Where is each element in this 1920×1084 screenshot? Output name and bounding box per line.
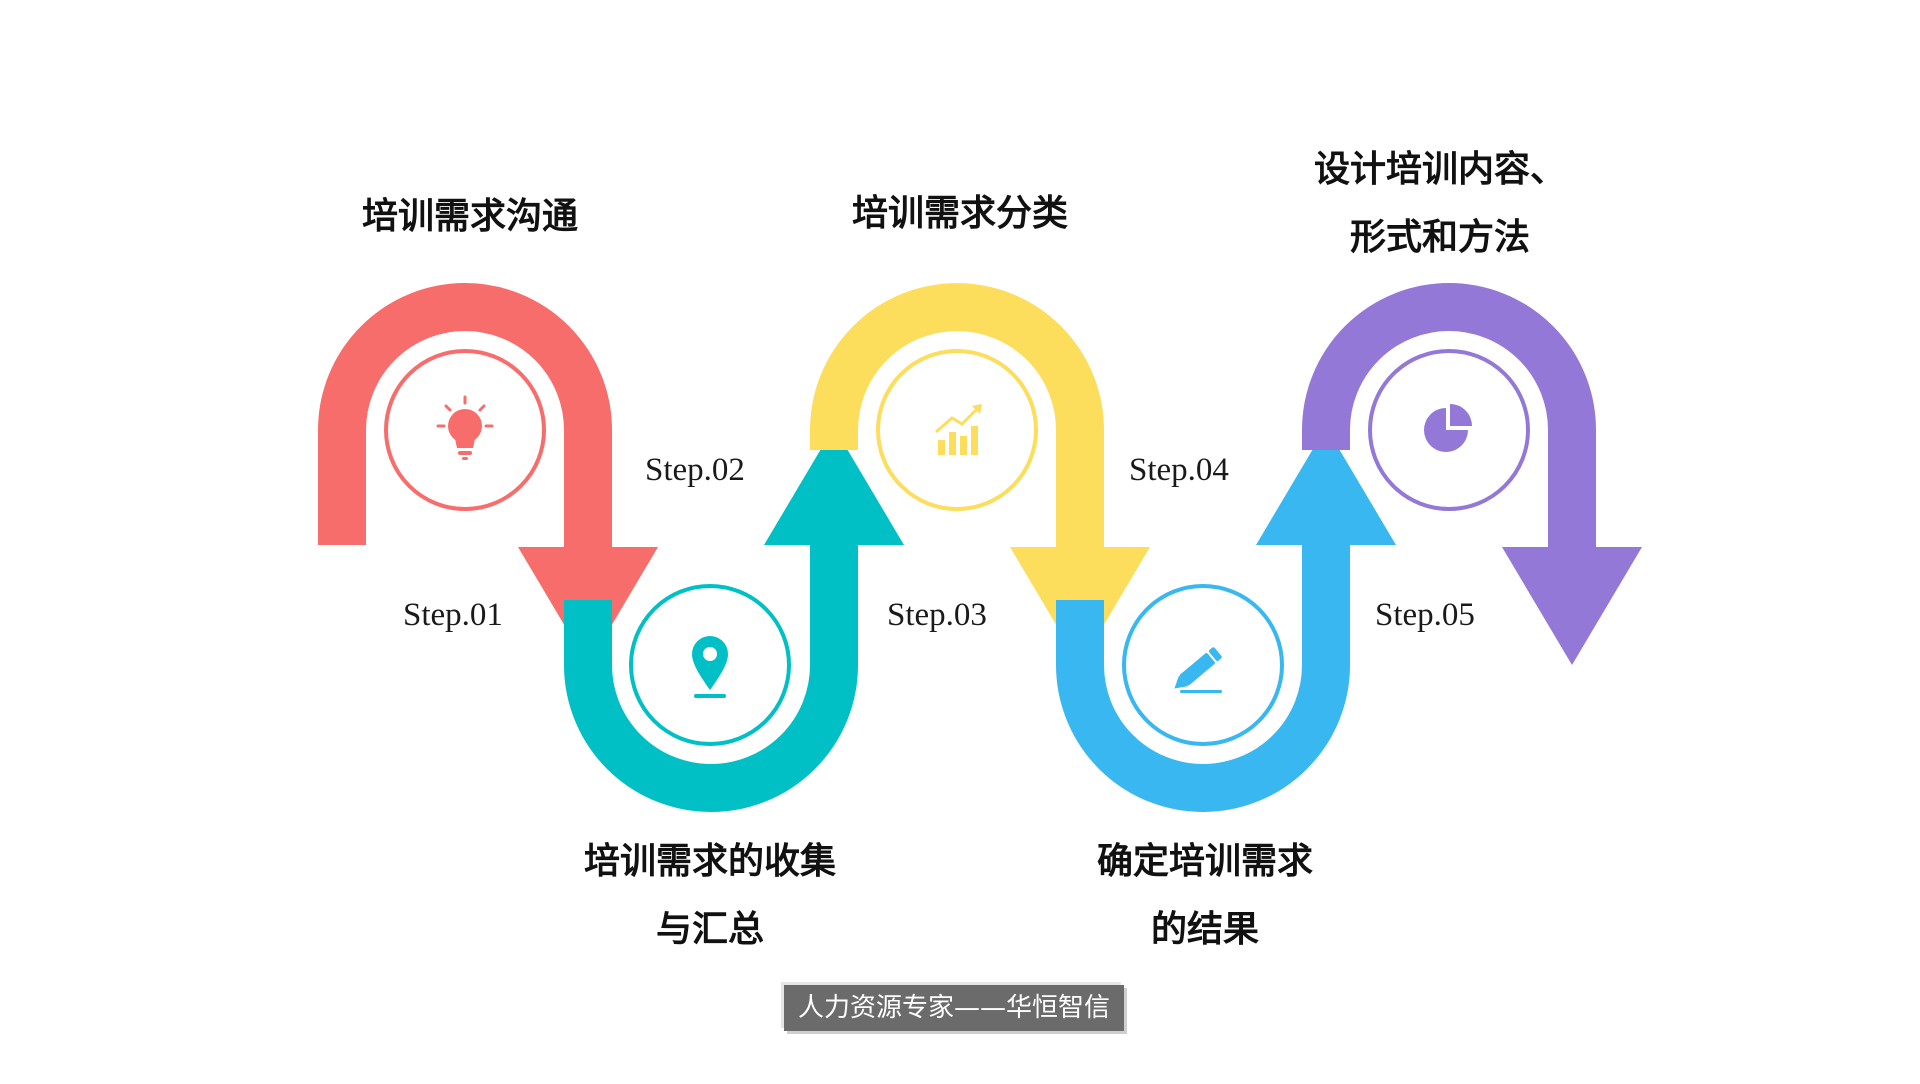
- title-line: 与汇总: [655, 909, 764, 950]
- title-step-03: 培训需求分类: [810, 180, 1110, 248]
- pencil-icon: [1174, 647, 1222, 693]
- title-line: 培训需求的收集: [583, 841, 836, 882]
- ring-step-02: [629, 584, 791, 746]
- watermark-banner: 人力资源专家——华恒智信: [784, 985, 1125, 1031]
- arch-step-02: [564, 427, 904, 812]
- ring-step-01: [384, 349, 546, 511]
- step-label-05: Step.05: [1375, 597, 1475, 633]
- title-line: 的结果: [1150, 909, 1259, 950]
- title-line: 确定培训需求: [1096, 841, 1313, 882]
- arrow-band-step-04: [1056, 535, 1350, 812]
- title-step-02: 培训需求的收集 与汇总: [560, 828, 860, 964]
- title-step-01: 培训需求沟通: [330, 183, 610, 251]
- title-line: 设计培训内容、: [1313, 149, 1566, 190]
- arrow-band-step-05: [1302, 283, 1596, 555]
- arrow-head-step-02: [764, 427, 904, 545]
- arch-step-05: [1302, 283, 1642, 665]
- step-label-04: Step.04: [1129, 452, 1229, 488]
- arrow-head-step-05: [1502, 547, 1642, 665]
- arrow-band-step-01: [318, 283, 612, 555]
- bar-chart-icon: [935, 404, 982, 455]
- title-step-04: 确定培训需求 的结果: [1060, 828, 1350, 964]
- arch-step-04: [1056, 427, 1396, 812]
- step-label-02: Step.02: [645, 452, 745, 488]
- arrow-band-step-02: [564, 535, 858, 812]
- arrow-head-step-04: [1256, 427, 1396, 545]
- lightbulb-icon: [436, 395, 494, 460]
- arrow-band-step-03: [810, 283, 1104, 555]
- ring-step-03: [876, 349, 1038, 511]
- step-label-03: Step.03: [887, 597, 987, 633]
- step-label-01: Step.01: [403, 597, 503, 633]
- title-line: 培训需求沟通: [361, 196, 578, 237]
- title-line: 培训需求分类: [851, 193, 1068, 234]
- map-pin-icon: [692, 636, 728, 698]
- ring-step-05: [1368, 349, 1530, 511]
- title-step-05: 设计培训内容、 形式和方法: [1280, 136, 1600, 272]
- ring-step-04: [1122, 584, 1284, 746]
- title-line: 形式和方法: [1349, 217, 1530, 258]
- pie-chart-icon: [1424, 404, 1472, 452]
